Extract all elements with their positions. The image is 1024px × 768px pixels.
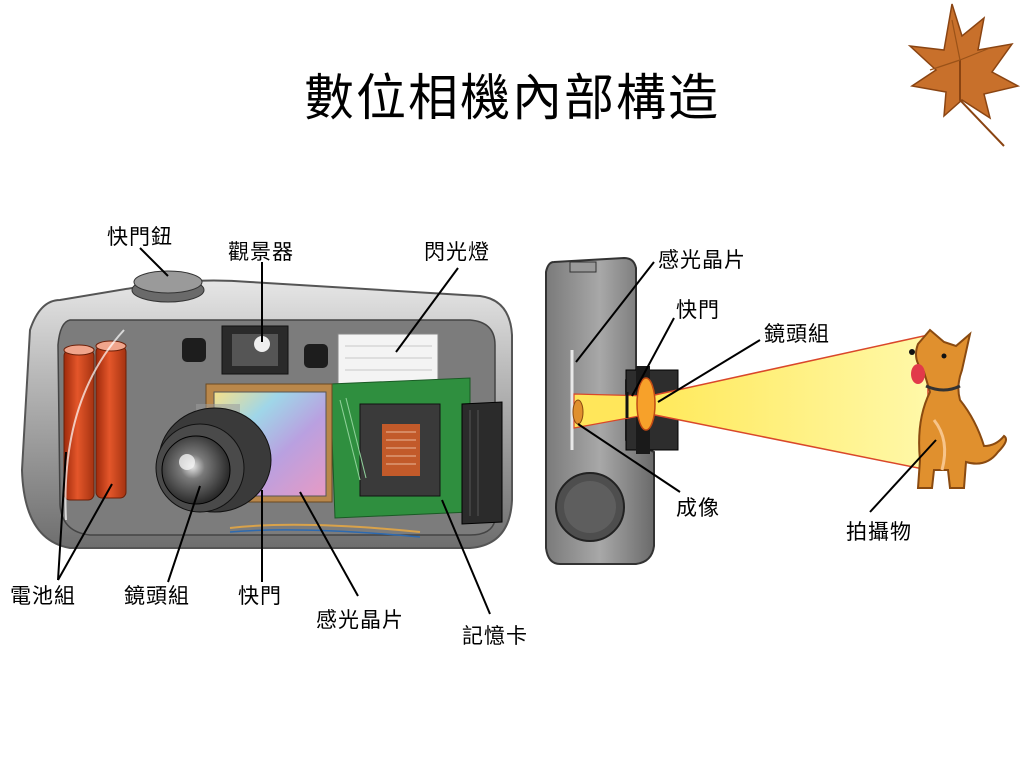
right-leader-lines (575, 261, 937, 513)
label-battery: 電池組 (10, 584, 76, 608)
inverted-image (572, 399, 584, 425)
label-image-formation: 成像 (676, 496, 720, 520)
label-shutter-left: 快門 (238, 584, 282, 608)
label-lens-group-right: 鏡頭組 (764, 322, 830, 346)
label-memory-card: 記憶卡 (462, 624, 528, 648)
viewfinder-part (182, 325, 328, 375)
label-subject: 拍攝物 (846, 520, 912, 544)
shutter-button-part (131, 270, 205, 303)
dog-icon (909, 328, 1007, 489)
label-sensor-left: 感光晶片 (316, 608, 404, 632)
label-viewfinder: 觀景器 (228, 240, 294, 264)
label-sensor-right: 感光晶片 (658, 248, 746, 272)
label-flash: 閃光燈 (424, 240, 490, 264)
label-shutter-right: 快門 (676, 298, 720, 322)
page-title: 數位相機內部構造 (304, 69, 720, 127)
left-leader-lines (57, 247, 491, 615)
flash-part (337, 333, 439, 387)
memory-card-part (461, 401, 503, 525)
circuit-board-part (329, 377, 471, 519)
label-shutter-button: 快門鈕 (107, 225, 173, 249)
camera-cutaway (20, 270, 513, 549)
label-lens-group-left: 鏡頭組 (124, 584, 190, 608)
light-beam (573, 334, 929, 471)
lens-part (155, 407, 272, 513)
battery-part (63, 329, 127, 521)
maple-leaf-icon (907, 3, 1021, 147)
